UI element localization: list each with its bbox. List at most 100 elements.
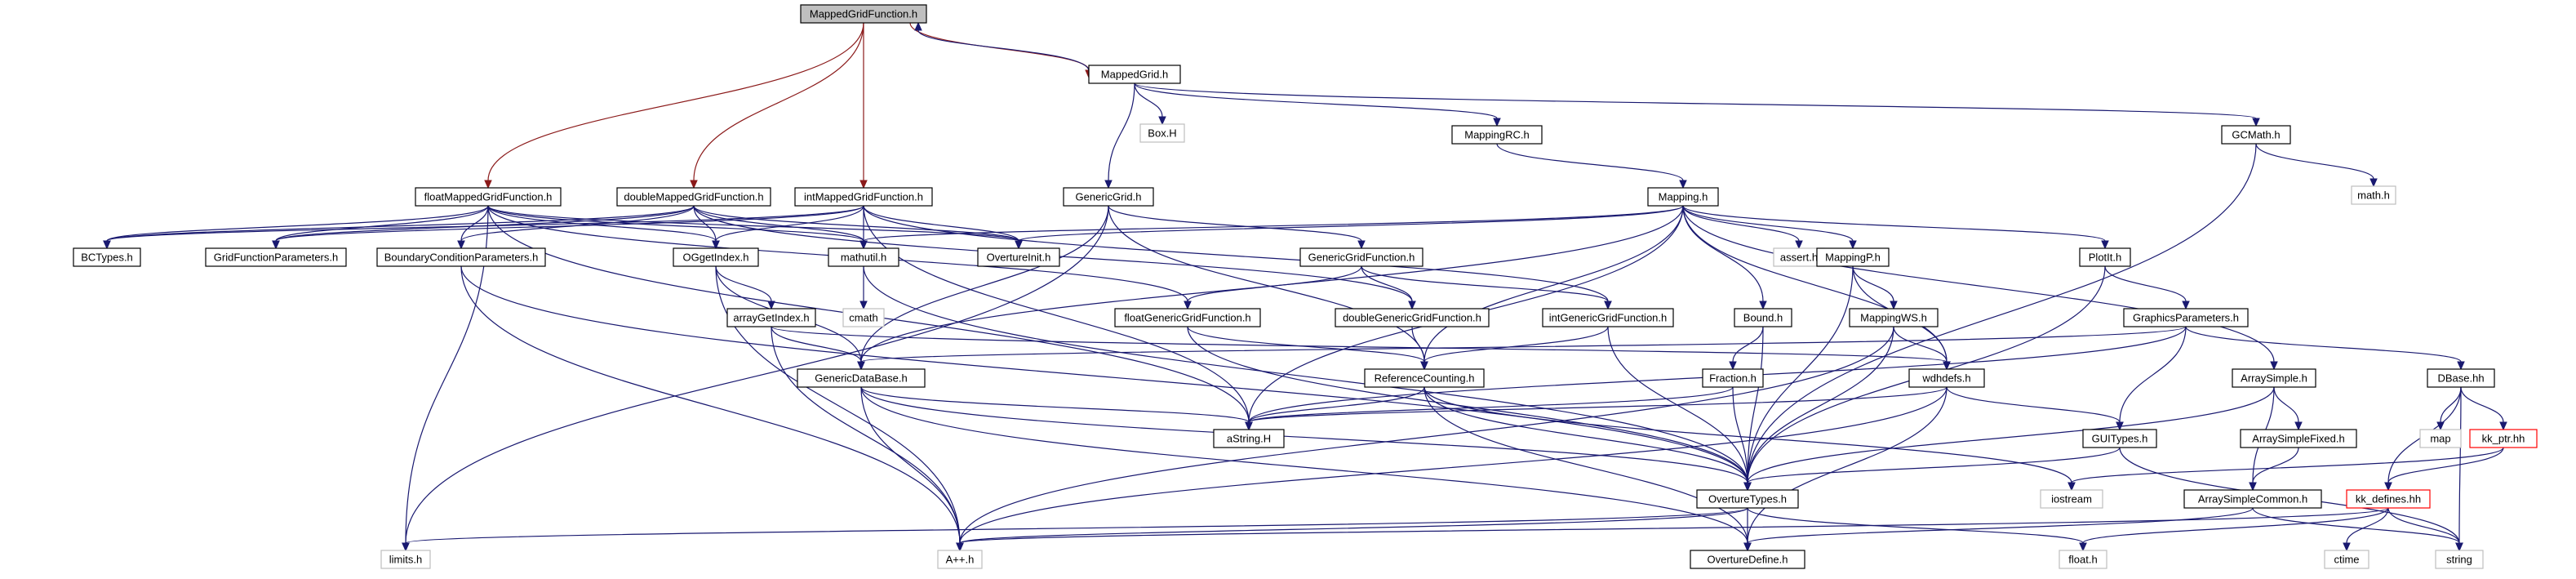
node-limits-h: limits.h — [380, 550, 431, 569]
edge-line — [1108, 205, 1362, 242]
node-mappedgridfunction-h[interactable]: MappedGridFunction.h — [800, 4, 927, 24]
edge-referencecounting-h-to-astring-h — [1245, 386, 1425, 431]
node-label: ArraySimpleFixed.h — [2252, 433, 2344, 445]
node-kk-defines-hh[interactable]: kk_defines.hh — [2346, 489, 2431, 509]
node-box — [794, 187, 933, 207]
node-dbase-hh[interactable]: DBase.hh — [2427, 368, 2495, 388]
node-gridfunctionparameters-h[interactable]: GridFunctionParameters.h — [205, 247, 347, 267]
node-referencecounting-h[interactable]: ReferenceCounting.h — [1364, 368, 1485, 388]
node-graphicsparameters-h[interactable]: GraphicsParameters.h — [2123, 308, 2249, 327]
node-label: MappingRC.h — [1464, 129, 1530, 141]
node-box — [828, 247, 899, 267]
node-a-h: A++.h — [937, 550, 983, 569]
edge-mappedgridfunction-h-to-mappedgrid-h — [909, 22, 1093, 79]
node-mappingws-h[interactable]: MappingWS.h — [1849, 308, 1939, 327]
edge-mappingrc-h-to-mapping-h — [1496, 143, 1687, 189]
node-guitypes-h[interactable]: GUITypes.h — [2082, 429, 2157, 448]
edge-kk-defines-hh-to-string — [2387, 507, 2463, 552]
edge-line — [863, 205, 1684, 242]
node-label: Bound.h — [1743, 312, 1783, 324]
edge-arraysimplefixed-h-to-arraysimplecommon-h — [2249, 447, 2299, 492]
node-mathutil-h[interactable]: mathutil.h — [828, 247, 899, 267]
edge-arrowhead — [1729, 361, 1737, 371]
edge-line — [2440, 386, 2462, 423]
edge-line — [715, 205, 864, 242]
node-kk-ptr-hh[interactable]: kk_ptr.hh — [2469, 429, 2538, 448]
node-genericdatabase-h[interactable]: GenericDataBase.h — [797, 368, 926, 388]
node-boundaryconditionparameters-h[interactable]: BoundaryConditionParameters.h — [376, 247, 546, 267]
node-box — [726, 308, 816, 327]
edge-mappedgridfunction-h-to-floatmappedgridfunction-h — [484, 22, 864, 189]
node-bctypes-h[interactable]: BCTypes.h — [73, 247, 141, 267]
node-box — [1702, 368, 1764, 388]
edge-mapping-h-to-plotit-h — [1682, 205, 2109, 250]
edge-kk-defines-hh-to-ctime — [2343, 507, 2389, 552]
node-label: MappedGridFunction.h — [810, 8, 917, 20]
node-fraction-h[interactable]: Fraction.h — [1702, 368, 1764, 388]
node-mapping-h[interactable]: Mapping.h — [1647, 187, 1719, 207]
edge-graphicsparameters-h-to-dbase-hh — [2185, 326, 2465, 371]
node-arraygetindex-h[interactable]: arrayGetIndex.h — [726, 308, 816, 327]
edge-mappingws-h-to-wdhdefs-h — [1893, 326, 1951, 371]
edge-line — [1134, 82, 2257, 119]
edge-intmappedgridfunction-h-to-bctypes-h — [103, 205, 864, 250]
edge-line — [1747, 447, 2121, 483]
node-arraysimplefixed-h[interactable]: ArraySimpleFixed.h — [2240, 429, 2357, 448]
node-gcmath-h[interactable]: GCMath.h — [2221, 125, 2291, 145]
node-assert-h: assert.h — [1773, 247, 1825, 267]
edge-mapping-h-to-overtureinit-h — [1015, 205, 1684, 250]
node-arraysimple-h[interactable]: ArraySimple.h — [2232, 368, 2316, 388]
node-arraysimplecommon-h[interactable]: ArraySimpleCommon.h — [2183, 489, 2322, 509]
node-mappingrc-h[interactable]: MappingRC.h — [1451, 125, 1543, 145]
node-overtureinit-h[interactable]: OvertureInit.h — [977, 247, 1060, 267]
edge-mapping-h-to-assert-h — [1682, 205, 1803, 250]
node-box — [1690, 550, 1805, 569]
node-bound-h[interactable]: Bound.h — [1734, 308, 1792, 327]
node-intmappedgridfunction-h[interactable]: intMappedGridFunction.h — [794, 187, 933, 207]
edge-arrowhead — [1408, 301, 1416, 310]
node-intgenericgridfunction-h[interactable]: intGenericGridFunction.h — [1542, 308, 1674, 327]
node-mappedgrid-h[interactable]: MappedGrid.h — [1088, 65, 1181, 84]
edge-kk-ptr-hh-to-kk-defines-hh — [2384, 447, 2504, 492]
node-floatmappedgridfunction-h[interactable]: floatMappedGridFunction.h — [415, 187, 562, 207]
node-floatgenericgridfunction-h[interactable]: floatGenericGridFunction.h — [1114, 308, 1261, 327]
node-doublemappedgridfunction-h[interactable]: doubleMappedGridFunction.h — [616, 187, 771, 207]
edge-arrowhead — [1184, 301, 1192, 310]
node-overturedefine-h[interactable]: OvertureDefine.h — [1690, 550, 1805, 569]
edge-doublemappedgridfunction-h-to-gridfunctionparameters-h — [272, 205, 695, 250]
edge-genericgrid-h-to-referencecounting-h — [1108, 205, 1428, 371]
edge-line — [2071, 447, 2504, 483]
node-wdhdefs-h[interactable]: wdhdefs.h — [1908, 368, 1985, 388]
node-box — [2040, 489, 2103, 509]
node-oggetindex-h[interactable]: OGgetIndex.h — [673, 247, 759, 267]
node-astring-h[interactable]: aString.H — [1213, 429, 1285, 448]
node-mappingp-h[interactable]: MappingP.h — [1816, 247, 1890, 267]
node-label: ctime — [2334, 554, 2359, 566]
node-overturetypes-h[interactable]: OvertureTypes.h — [1696, 489, 1799, 509]
edge-mappingp-h-to-mappingws-h — [1852, 265, 1898, 310]
edge-arraysimple-h-to-arraysimplefixed-h — [2273, 386, 2303, 431]
node-label: ReferenceCounting.h — [1375, 372, 1475, 385]
edge-line — [860, 386, 1250, 423]
edge-plotit-h-to-graphicsparameters-h — [2104, 265, 2190, 310]
edge-arrowhead — [2067, 482, 2076, 492]
edge-line — [693, 22, 864, 181]
edge-line — [1411, 326, 1425, 363]
node-genericgridfunction-h[interactable]: GenericGridFunction.h — [1299, 247, 1423, 267]
node-plotit-h[interactable]: PlotIt.h — [2079, 247, 2131, 267]
node-label: GridFunctionParameters.h — [214, 252, 338, 264]
edge-line — [1187, 265, 1362, 302]
node-label: iostream — [2051, 493, 2092, 506]
edge-wdhdefs-h-to-guitypes-h — [1946, 386, 2124, 431]
edge-line — [1423, 386, 1748, 483]
node-label: GUITypes.h — [2092, 433, 2148, 445]
edge-line — [1747, 326, 1894, 483]
node-genericgrid-h[interactable]: GenericGrid.h — [1063, 187, 1154, 207]
node-label: Fraction.h — [1709, 372, 1757, 385]
edge-line — [275, 205, 864, 242]
node-doublegenericgridfunction-h[interactable]: doubleGenericGridFunction.h — [1335, 308, 1490, 327]
edge-line — [1108, 82, 1135, 181]
edge-line — [863, 205, 1250, 423]
edge-arrowhead — [1493, 118, 1501, 127]
edge-overturetypes-h-to-float-h — [1747, 507, 2087, 552]
